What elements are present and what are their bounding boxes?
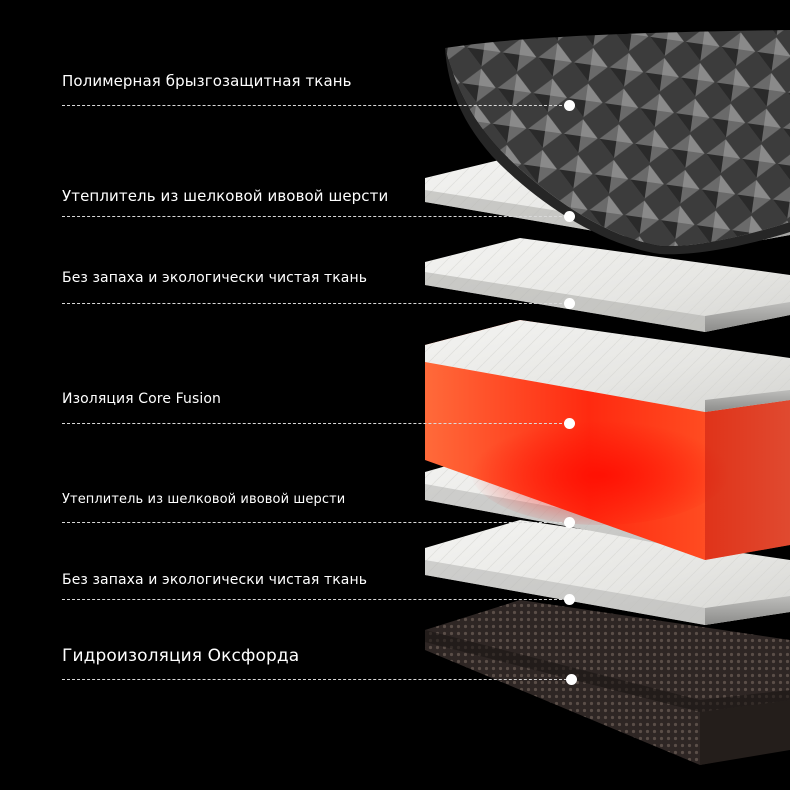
layer-marker-dot-silk-wool-lower — [564, 517, 575, 528]
leader-line-eco-fabric-lower — [62, 599, 567, 600]
polymer-fabric-layer — [445, 30, 790, 255]
leader-line-oxford — [62, 679, 567, 680]
layer-marker-dot-polymer — [564, 100, 575, 111]
core-fusion-layer — [425, 320, 790, 560]
leader-line-silk-wool-lower — [62, 522, 567, 523]
layer-label-core-fusion: Изоляция Core Fusion — [62, 391, 221, 407]
layer-label-silk-wool-upper: Утеплитель из шелковой ивовой шерсти — [62, 187, 389, 205]
layer-label-eco-fabric-lower: Без запаха и экологически чистая ткань — [62, 572, 368, 588]
leader-line-eco-fabric-upper — [62, 303, 567, 304]
layer-marker-dot-silk-wool-upper — [564, 211, 575, 222]
layer-marker-dot-eco-fabric-upper — [564, 298, 575, 309]
layer-label-eco-fabric-upper: Без запаха и экологически чистая ткань — [62, 270, 368, 286]
layer-label-oxford: Гидроизоляция Оксфорда — [62, 646, 300, 666]
leader-line-silk-wool-upper — [62, 216, 567, 217]
layer-label-silk-wool-lower: Утеплитель из шелковой ивовой шерсти — [62, 492, 346, 507]
layer-marker-dot-oxford — [566, 674, 577, 685]
eco-fabric-layer-upper — [425, 238, 790, 332]
layer-marker-dot-core-fusion — [564, 418, 575, 429]
oxford-waterproof-layer — [425, 600, 790, 765]
eco-fabric-layer-lower — [425, 520, 790, 625]
leader-line-polymer — [62, 105, 567, 106]
layer-label-polymer: Полимерная брызгозащитная ткань — [62, 72, 352, 90]
leader-line-core-fusion — [62, 423, 567, 424]
layer-marker-dot-eco-fabric-lower — [564, 594, 575, 605]
